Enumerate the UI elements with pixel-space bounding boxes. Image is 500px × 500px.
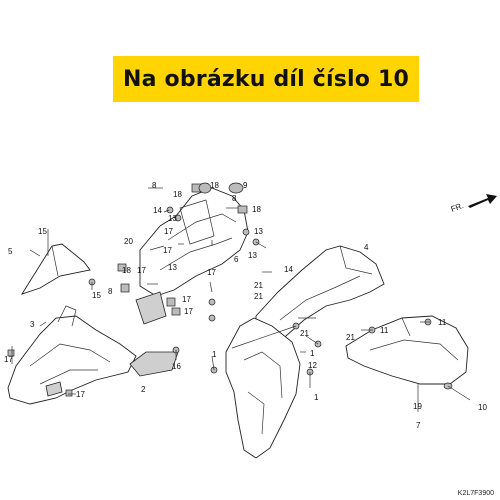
callout-17: 17 xyxy=(76,390,85,399)
callout-16: 16 xyxy=(172,362,181,371)
callout-2: 2 xyxy=(141,385,146,394)
callout-1: 1 xyxy=(212,350,217,359)
part-1-undertail-cowl xyxy=(225,317,301,459)
front-direction-arrow: FR. xyxy=(450,194,497,214)
callout-7: 7 xyxy=(416,421,421,430)
callout-17: 17 xyxy=(163,246,172,255)
callout-18: 18 xyxy=(210,181,219,190)
callout-18: 18 xyxy=(252,205,261,214)
callout-9: 9 xyxy=(243,181,248,190)
callout-8: 8 xyxy=(108,287,113,296)
callout-3: 3 xyxy=(30,320,35,329)
callout-21: 21 xyxy=(300,329,309,338)
direction-label: FR. xyxy=(450,201,465,214)
part-2-reflector xyxy=(129,351,179,377)
callout-13: 13 xyxy=(248,251,257,260)
callout-1: 1 xyxy=(310,349,315,358)
title-banner: Na obrázku díl číslo 10 xyxy=(113,56,419,102)
part-7-side-panel xyxy=(345,315,469,385)
callout-17: 17 xyxy=(137,266,146,275)
callout-21: 21 xyxy=(254,281,263,290)
callout-14: 14 xyxy=(284,265,293,274)
callout-17: 17 xyxy=(207,268,216,277)
callout-12: 12 xyxy=(308,361,317,370)
callout-17: 17 xyxy=(164,227,173,236)
hardware xyxy=(7,182,453,397)
callout-13: 13 xyxy=(168,214,177,223)
part-5-flap xyxy=(20,243,91,295)
callout-8: 8 xyxy=(232,194,237,203)
callout-19: 19 xyxy=(413,402,422,411)
callout-6: 6 xyxy=(234,255,239,264)
callout-15: 15 xyxy=(92,291,101,300)
callout-5: 5 xyxy=(8,247,13,256)
callout-10: 10 xyxy=(478,403,487,412)
part-3-rear-cover xyxy=(7,315,137,405)
callout-11: 11 xyxy=(438,318,447,327)
callout-4: 4 xyxy=(364,243,369,252)
callout-17: 17 xyxy=(184,307,193,316)
callout-8: 8 xyxy=(152,181,157,190)
diagram-code: K2L7F3900 xyxy=(457,490,494,497)
callout-14: 14 xyxy=(153,206,162,215)
callout-18: 18 xyxy=(173,190,182,199)
banner-text: Na obrázku díl číslo 10 xyxy=(123,66,409,92)
callout-20: 20 xyxy=(124,237,133,246)
callout-15: 15 xyxy=(38,227,47,236)
callout-labels: 18 9 8 18 14 13 17 17 8 18 13 13 20 18 1… xyxy=(4,181,487,430)
callout-17: 17 xyxy=(182,295,191,304)
callout-21: 21 xyxy=(346,333,355,342)
callout-13: 13 xyxy=(254,227,263,236)
callout-17: 17 xyxy=(4,355,13,364)
leader-lines xyxy=(11,187,471,412)
callout-18: 18 xyxy=(122,266,131,275)
callout-21: 21 xyxy=(254,292,263,301)
callout-11: 11 xyxy=(380,326,389,335)
callout-1: 1 xyxy=(314,393,319,402)
callout-13: 13 xyxy=(168,263,177,272)
